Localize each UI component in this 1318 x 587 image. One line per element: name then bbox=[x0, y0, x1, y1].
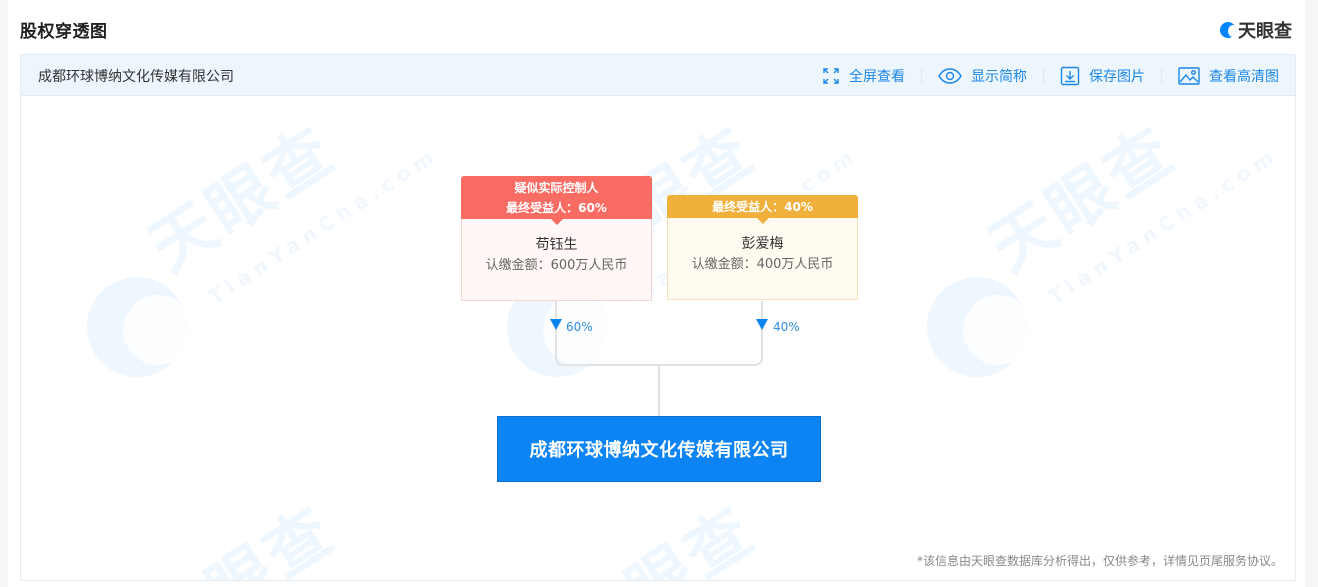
shareholder-body: 彭爱梅 认缴金额：400万人民币 bbox=[667, 218, 858, 300]
watermark: 天眼查 bbox=[137, 493, 349, 581]
subscribed-amount: 认缴金额：600万人民币 bbox=[485, 258, 628, 273]
shareholder-tag: 疑似实际控制人 最终受益人：60% bbox=[461, 176, 652, 225]
save-image-button[interactable]: 保存图片 bbox=[1044, 66, 1161, 86]
panel-company-name: 成都环球博纳文化传媒有限公司 bbox=[38, 69, 234, 85]
watermark-logo-icon bbox=[87, 277, 193, 377]
arrow-down-icon bbox=[756, 319, 768, 330]
panel-header: 成都环球博纳文化传媒有限公司 全屏查看 显示简称 bbox=[21, 55, 1295, 96]
toolbar-divider bbox=[1043, 67, 1044, 84]
tianyancha-logo-icon bbox=[1220, 22, 1236, 38]
brand-logo: 天眼查 bbox=[1220, 17, 1292, 43]
image-icon bbox=[1178, 66, 1200, 85]
disclaimer: *该信息由天眼查数据库分析得出，仅供参考，详情见页尾服务协议。 bbox=[916, 554, 1283, 568]
shareholder-tag: 最终受益人：40% bbox=[667, 195, 858, 224]
shareholder-card[interactable]: 最终受益人：40% 彭爱梅 认缴金额：400万人民币 bbox=[667, 195, 858, 300]
toolbar-divider bbox=[1161, 67, 1162, 84]
equity-panel: 成都环球博纳文化传媒有限公司 全屏查看 显示简称 bbox=[20, 54, 1296, 581]
show-abbreviation-button[interactable]: 显示简称 bbox=[922, 66, 1043, 86]
save-image-label: 保存图片 bbox=[1089, 68, 1145, 85]
watermark-logo-icon bbox=[927, 277, 1033, 377]
right-gutter bbox=[1305, 0, 1318, 587]
ownership-stem bbox=[658, 366, 660, 416]
target-company-node[interactable]: 成都环球博纳文化传媒有限公司 bbox=[497, 416, 821, 482]
shareholder-name[interactable]: 苟钰生 bbox=[535, 237, 578, 253]
eye-icon bbox=[938, 67, 962, 84]
view-hd-image-label: 查看高清图 bbox=[1209, 68, 1279, 85]
diagram-canvas[interactable]: 天眼查 TianYanCha.com 天眼查 TianYanCha.com 天眼… bbox=[21, 97, 1295, 580]
left-gutter bbox=[0, 0, 8, 587]
fullscreen-icon bbox=[823, 67, 839, 84]
fullscreen-button[interactable]: 全屏查看 bbox=[806, 66, 921, 86]
arrow-down-icon bbox=[550, 319, 562, 330]
ownership-connector bbox=[555, 301, 763, 366]
watermark: 天眼查 TianYanCha.com bbox=[87, 113, 443, 377]
toolbar: 全屏查看 显示简称 保存图片 bbox=[806, 55, 1279, 96]
shareholder-card[interactable]: 疑似实际控制人 最终受益人：60% 苟钰生 认缴金额：600万人民币 bbox=[461, 176, 652, 301]
fullscreen-label: 全屏查看 bbox=[849, 68, 905, 85]
watermark: 天眼查 TianYanCha.com bbox=[927, 113, 1283, 377]
brand-name: 天眼查 bbox=[1238, 21, 1292, 42]
view-hd-image-button[interactable]: 查看高清图 bbox=[1162, 66, 1279, 86]
download-icon bbox=[1060, 66, 1080, 85]
show-abbreviation-label: 显示简称 bbox=[971, 68, 1027, 85]
subscribed-amount: 认缴金额：400万人民币 bbox=[691, 257, 834, 272]
share-percentage: 40% bbox=[773, 320, 800, 334]
shareholder-body: 苟钰生 认缴金额：600万人民币 bbox=[461, 219, 652, 301]
page-title: 股权穿透图 bbox=[20, 22, 108, 42]
watermark: 天眼查 bbox=[557, 493, 769, 581]
share-percentage: 60% bbox=[566, 320, 593, 334]
shareholder-name[interactable]: 彭爱梅 bbox=[741, 236, 784, 252]
toolbar-divider bbox=[921, 67, 922, 84]
